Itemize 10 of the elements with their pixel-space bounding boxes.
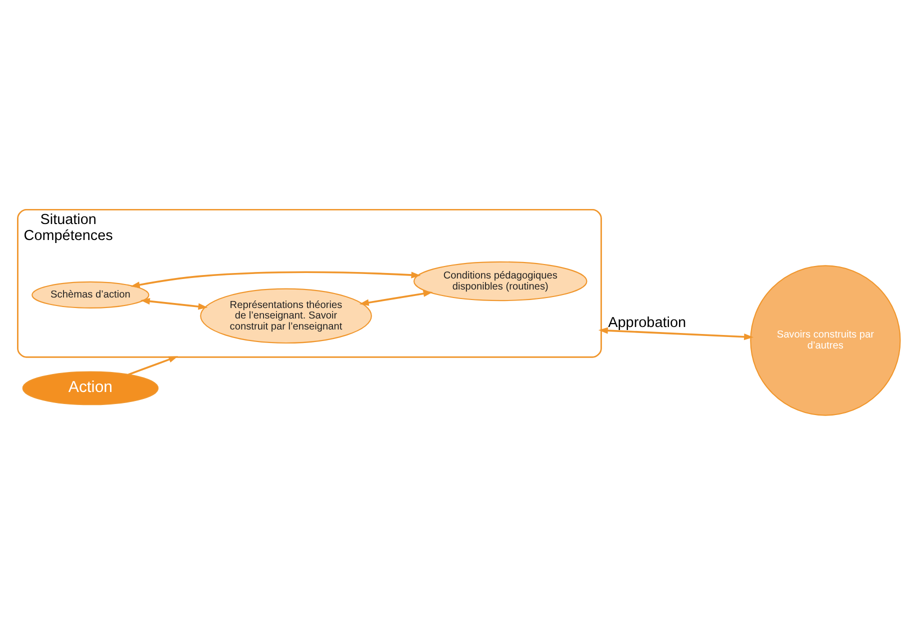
arrow — [598, 327, 754, 340]
node-ellipse: Conditions pédagogiques disponibles (routines) — [413, 261, 588, 302]
arrow — [130, 271, 421, 288]
edge-label: Approbation — [608, 314, 686, 331]
node-circle: Savoirs construits par d’autres — [750, 265, 901, 416]
node-ellipse: Représentations théories de l’enseignant. Savoir construit par l’enseignant — [200, 288, 372, 344]
arrow — [128, 356, 178, 376]
node-ellipse: Action — [22, 371, 159, 406]
arrow — [359, 290, 433, 306]
arrow — [140, 298, 208, 310]
